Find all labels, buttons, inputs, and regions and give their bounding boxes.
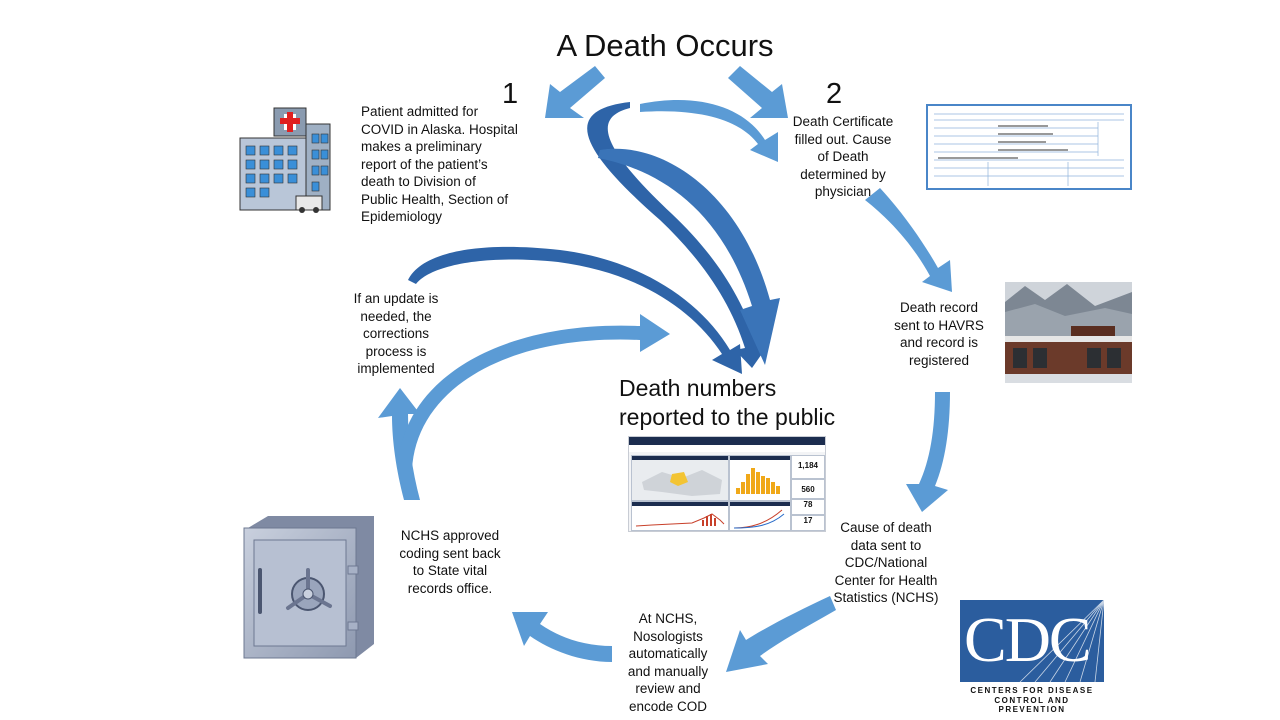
dashboard-stat-2: 560 [791,479,825,499]
cdc-tagline-2: CONTROL AND PREVENTION [994,696,1070,714]
step-number-1: 1 [502,78,519,110]
arrow-nchs-to-center [398,314,670,470]
arrow-cdc-to-nosologists [726,596,836,672]
dashboard-stat-3: 78 [791,499,825,515]
dashboard-map-panel [631,455,729,501]
cdc-logo: CDC CENTERS FOR DISEASE CONTROL AND PREV… [960,600,1104,714]
arrow-step2-to-center [598,148,780,365]
safe-icon [243,516,374,659]
center-title: Death numbers reported to the public [619,375,836,430]
dashboard-bar-chart [736,468,780,494]
dashboard-map [632,460,728,500]
dashboard-stat-1: 1,184 [791,455,825,479]
arrow-corrections-to-center [408,246,742,374]
dashboard-subheader [629,445,825,452]
arrow-curve-to-certificate [640,100,778,162]
arrow-certificate-to-havrs [865,188,952,292]
cdc-tagline-1: CENTERS FOR DISEASE [970,686,1094,695]
dashboard-header [629,437,825,445]
dashboard-line-panel-left [631,501,729,531]
arrow-safe-to-corrections [378,388,420,500]
cdc-logo-rays [1019,600,1104,682]
cdc-logo-block: CDC [960,600,1104,682]
certificate-lines [934,113,1124,186]
dashboard-line-chart-left [635,513,725,527]
arrow-title-to-step1 [545,66,605,118]
step-number-2: 2 [826,78,843,110]
death-certificate-image [926,104,1132,190]
dashboard-bar-panel [729,455,791,501]
arrow-step1-to-center [587,102,768,368]
dashboard-stat-4: 17 [791,515,825,531]
public-dashboard-screenshot: 1,184 560 78 17 [628,436,826,532]
arrow-nosologists-to-safe [512,612,612,662]
arrow-havrs-to-cdc [906,392,950,512]
dashboard-line-chart-right [733,509,785,529]
arrow-title-to-step2 [728,66,788,118]
cdc-letters: CDC [964,604,1092,675]
diagram-title: A Death Occurs [556,28,774,63]
dashboard-line-panel-right [729,501,791,531]
hospital-icon [239,107,331,213]
havrs-building-photo [1005,282,1132,383]
